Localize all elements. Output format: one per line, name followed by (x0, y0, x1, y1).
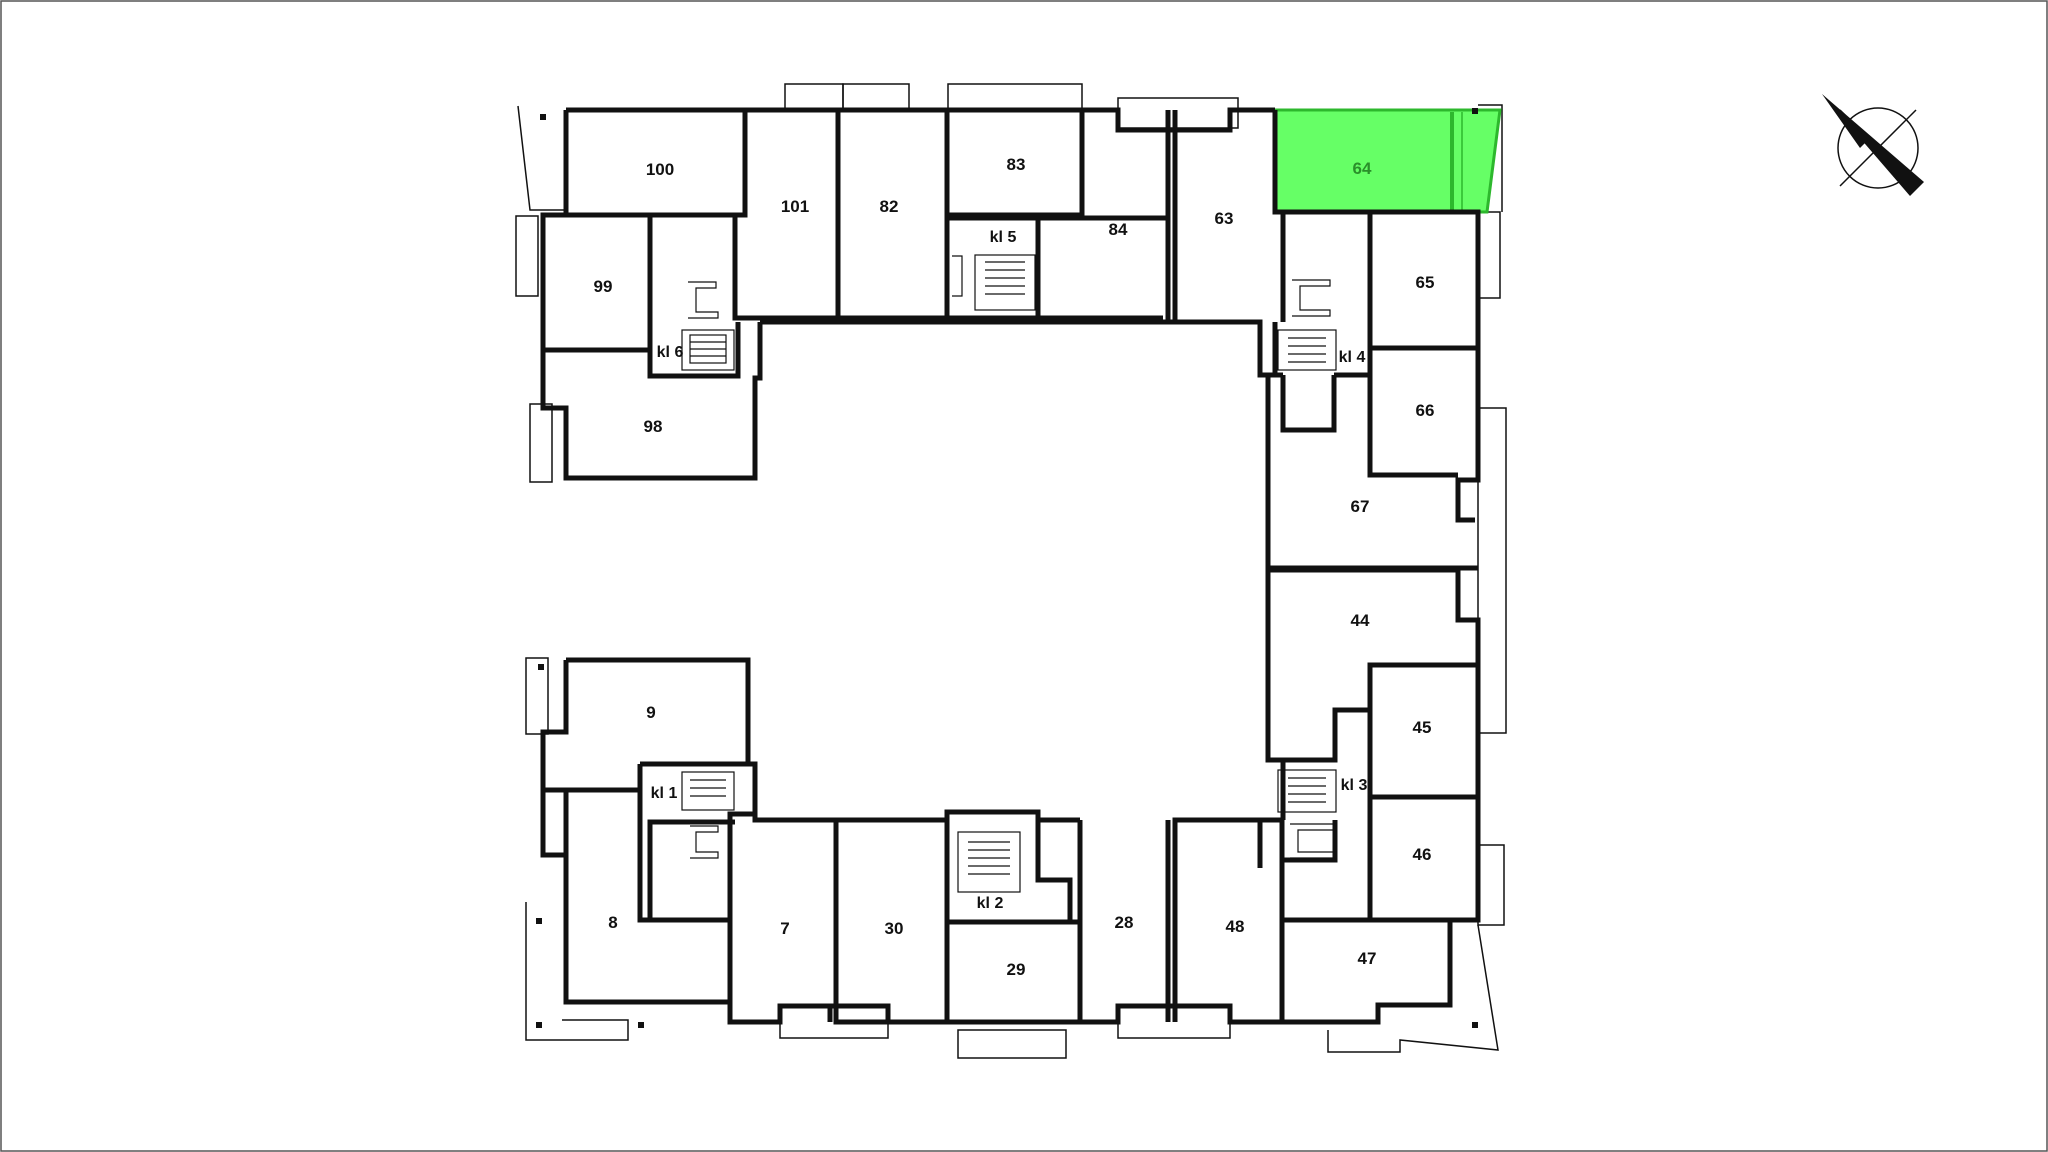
unit-29-label[interactable]: 29 (1007, 960, 1026, 979)
stair-kl3 (1277, 769, 1337, 859)
unit-63-label[interactable]: 63 (1215, 209, 1234, 228)
unit-30-label[interactable]: 30 (885, 919, 904, 938)
unit-82-label[interactable]: 82 (880, 197, 899, 216)
stair-labels: kl 6 kl 5 kl 4 kl 1 kl 2 kl 3 (651, 229, 1368, 912)
stair-kl4 (1277, 279, 1337, 371)
unit-99-label[interactable]: 99 (594, 277, 613, 296)
unit-64-label[interactable]: 64 (1353, 159, 1372, 178)
unit-101-label[interactable]: 101 (781, 197, 809, 216)
stair-kl2-label: kl 2 (977, 895, 1004, 912)
column-markers (536, 108, 1478, 1028)
unit-65-label[interactable]: 65 (1416, 273, 1435, 292)
stair-kl1 (681, 771, 735, 859)
unit-98-label[interactable]: 98 (644, 417, 663, 436)
unit-83-label[interactable]: 83 (1007, 155, 1026, 174)
stair-kl6 (681, 281, 735, 371)
unit-67-label[interactable]: 67 (1351, 497, 1370, 516)
walls (540, 107, 1481, 1025)
unit-64-area (1273, 108, 1502, 214)
unit-9-label[interactable]: 9 (646, 703, 655, 722)
unit-28-label[interactable]: 28 (1115, 913, 1134, 932)
unit-labels: 100 101 82 83 84 63 64 99 98 65 66 67 44… (594, 155, 1435, 979)
stair-kl2 (957, 831, 1021, 893)
unit-84-label[interactable]: 84 (1109, 220, 1128, 239)
unit-66-label[interactable]: 66 (1416, 401, 1435, 420)
stair-kl5 (952, 254, 1036, 311)
stair-kl6-label: kl 6 (657, 344, 684, 361)
stair-kl1-label: kl 1 (651, 785, 678, 802)
unit-8-label[interactable]: 8 (608, 913, 617, 932)
unit-45-label[interactable]: 45 (1413, 718, 1432, 737)
unit-100-label[interactable]: 100 (646, 160, 674, 179)
stair-kl4-label: kl 4 (1339, 349, 1366, 366)
unit-46-label[interactable]: 46 (1413, 845, 1432, 864)
unit-47-label[interactable]: 47 (1358, 949, 1377, 968)
unit-44-label[interactable]: 44 (1351, 611, 1370, 630)
stair-kl5-label: kl 5 (990, 229, 1017, 246)
stair-kl3-label: kl 3 (1341, 777, 1368, 794)
unit-7-label[interactable]: 7 (780, 919, 789, 938)
unit-48-label[interactable]: 48 (1226, 917, 1245, 936)
north-arrow-icon (1822, 94, 1924, 196)
unit-64-highlight[interactable] (1273, 108, 1502, 214)
